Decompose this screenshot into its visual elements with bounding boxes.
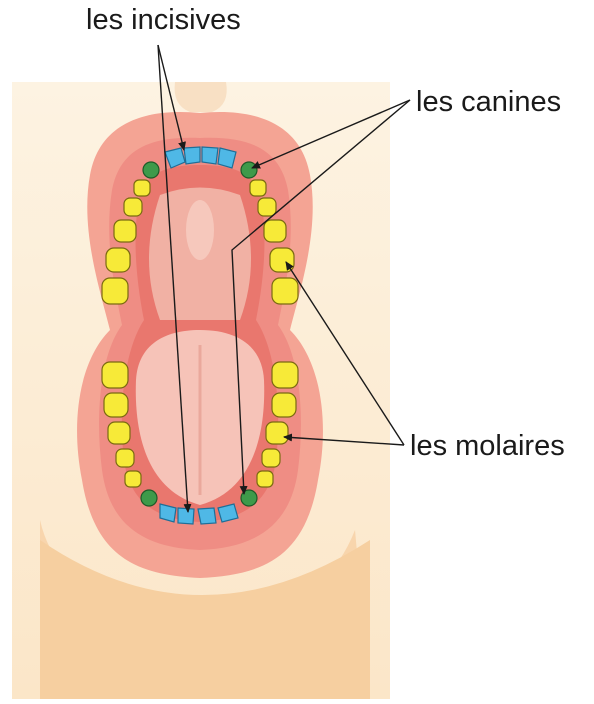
tooth-incisor (198, 508, 216, 524)
nose (175, 82, 227, 112)
tooth-molar (257, 471, 273, 487)
tooth-molar (104, 393, 128, 417)
tooth-molar (250, 180, 266, 196)
tooth-incisor (218, 504, 238, 522)
tooth-incisor (218, 148, 236, 168)
tooth-molar (272, 393, 296, 417)
tooth-molar (272, 362, 298, 388)
tooth-incisor (178, 508, 194, 524)
label-incisives: les incisives (86, 6, 241, 35)
tooth-canine (141, 490, 157, 506)
tooth-molar (124, 198, 142, 216)
tooth-canine (143, 162, 159, 178)
label-canines: les canines (416, 88, 561, 117)
tooth-molar (102, 278, 128, 304)
tooth-molar (272, 278, 298, 304)
uvula (186, 200, 214, 260)
tooth-incisor (202, 147, 218, 164)
tooth-molar (102, 362, 128, 388)
tooth-molar (116, 449, 134, 467)
tooth-molar (262, 449, 280, 467)
tooth-molar (125, 471, 141, 487)
tooth-molar (108, 422, 130, 444)
tooth-molar (258, 198, 276, 216)
tooth-molar (266, 422, 288, 444)
tooth-canine (241, 162, 257, 178)
tooth-molar (106, 248, 130, 272)
tooth-molar (114, 220, 136, 242)
tooth-incisor (184, 147, 200, 164)
tooth-molar (264, 220, 286, 242)
label-molaires: les molaires (410, 432, 565, 461)
tooth-molar (134, 180, 150, 196)
